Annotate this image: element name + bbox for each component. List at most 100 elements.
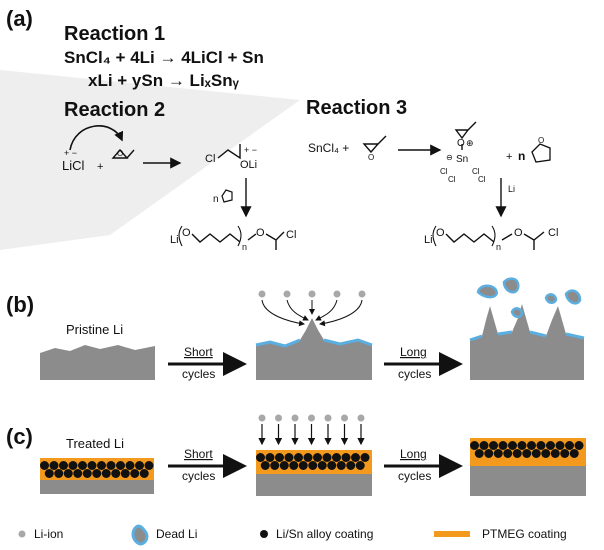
intermediate-chain: [217, 144, 241, 160]
product2-bracket-left: [178, 225, 183, 247]
alloy-particle: [308, 461, 318, 470]
alloy-particle: [327, 461, 337, 470]
product2-chain: [191, 233, 241, 243]
licl-charges: + −: [64, 148, 77, 158]
plus-sign: +: [97, 161, 103, 173]
reaction1-equation-1: SnCl₄ + 4Li → 4LiCl + Sn: [64, 48, 264, 67]
alloy-particle: [565, 441, 574, 450]
alloy-particle: [527, 441, 536, 450]
cycles-label-c1: cycles: [182, 469, 215, 483]
legend-ptmeg: PTMEG coating: [482, 527, 567, 541]
alloy-particle: [550, 449, 560, 458]
complex-cl-4: Cl: [478, 175, 486, 184]
alloy-particle: [517, 441, 527, 450]
thf-o: O: [538, 136, 544, 145]
intermediate-oli: OLi: [240, 159, 257, 171]
panel-label-a: (a): [6, 6, 33, 31]
alloy-particle: [68, 461, 78, 470]
product3-chain: [445, 233, 495, 243]
li-ion: [324, 414, 332, 422]
legend-alloy: Li/Sn alloy coating: [276, 527, 373, 541]
legend-dead-li-icon: [131, 524, 149, 546]
alloy-particle: [479, 441, 489, 450]
product3-bond: [501, 233, 513, 241]
alloy-particle: [130, 469, 140, 478]
curved-arrow: [69, 125, 124, 151]
alloy-particle: [82, 469, 92, 478]
alloy-particle: [336, 461, 346, 470]
pristine-li-slab: [40, 345, 155, 380]
thf-ring-icon-2: [531, 143, 551, 163]
reaction1-equation-2: xLi + ySn → LiₓSnᵧ: [88, 71, 240, 90]
legend-alloy-icon: [260, 530, 268, 538]
short-label-c: Short: [184, 447, 213, 461]
reaction3-title: Reaction 3: [306, 97, 407, 119]
legend-ptmeg-icon: [434, 531, 470, 537]
alloy-particle: [560, 449, 570, 458]
legend: Li-ion Dead Li Li/Sn alloy coating PTMEG…: [18, 524, 567, 546]
alloy-particle: [355, 461, 365, 470]
alloy-particle: [555, 441, 565, 450]
alloy-particle: [489, 441, 498, 450]
alloy-coating-3: [470, 441, 584, 458]
alloy-particle: [44, 469, 54, 478]
treated-li-label: Treated Li: [66, 436, 124, 451]
product2-o1: O: [182, 227, 191, 239]
epoxide-o-2: O: [368, 153, 374, 162]
complex-o: O: [457, 138, 465, 149]
alloy-particle: [92, 469, 102, 478]
alloy-particle: [474, 449, 484, 458]
panel-label-b: (b): [6, 292, 34, 317]
alloy-particle: [470, 441, 479, 450]
reaction1-title: Reaction 1: [64, 23, 165, 45]
reaction3-arrow-label: Li: [508, 184, 515, 194]
product2-tail: [265, 231, 285, 250]
product2-bond: [247, 233, 257, 241]
product2-cl: Cl: [286, 229, 296, 241]
alloy-particle: [289, 461, 299, 470]
alloy-particle: [260, 461, 270, 470]
alloy-particle: [317, 461, 327, 470]
product3-n: n: [496, 242, 501, 252]
alloy-particle: [341, 453, 351, 462]
alloy-particle: [493, 449, 503, 458]
alloy-particle: [332, 453, 341, 462]
alloy-particle: [106, 461, 116, 470]
alloy-particle: [265, 453, 275, 462]
alloy-particle: [322, 453, 332, 462]
reaction3-scheme: SnCl₄ + O O ⊕ ⊖ Sn Cl Cl Cl Cl + n O Li …: [308, 121, 558, 252]
alloy-particle: [120, 469, 130, 478]
alloy-particle: [346, 461, 356, 470]
sei-layer-b: [255, 338, 373, 348]
li-ion: [341, 414, 348, 422]
alloy-particle: [101, 469, 111, 478]
alloy-particle: [111, 469, 121, 478]
complex-sn: Sn: [456, 154, 468, 165]
panel-label-c: (c): [6, 424, 33, 449]
li-ion: [308, 414, 315, 422]
legend-li-ion-icon: [18, 530, 26, 538]
alloy-particle: [484, 449, 494, 458]
cycles-label-b1: cycles: [182, 367, 215, 381]
li-ion-flux-c: [258, 414, 365, 446]
alloy-particle: [574, 441, 584, 450]
alloy-particle: [569, 449, 579, 458]
alloy-particle: [498, 441, 508, 450]
alloy-particle: [256, 453, 265, 462]
alloy-particle: [541, 449, 551, 458]
alloy-particle: [87, 461, 97, 470]
epoxide-molecule-2: [362, 135, 387, 154]
short-label-b: Short: [184, 345, 213, 359]
reaction3-plus: +: [506, 151, 512, 163]
reaction2-scheme: + − LiCl + O Cl + − OLi n Li O n O Cl: [62, 125, 296, 252]
intermediate-cl: Cl: [205, 153, 215, 165]
legend-dead-li: Dead Li: [156, 527, 197, 541]
product3-bracket-right: [491, 225, 496, 247]
intermediate-charges: + −: [244, 145, 257, 155]
alloy-particle: [522, 449, 532, 458]
product2-bracket-right: [237, 225, 242, 247]
thf-reagent-n: n: [213, 194, 219, 205]
alloy-particle: [270, 461, 280, 470]
product3-o2: O: [514, 227, 523, 239]
alloy-particle: [40, 461, 49, 470]
